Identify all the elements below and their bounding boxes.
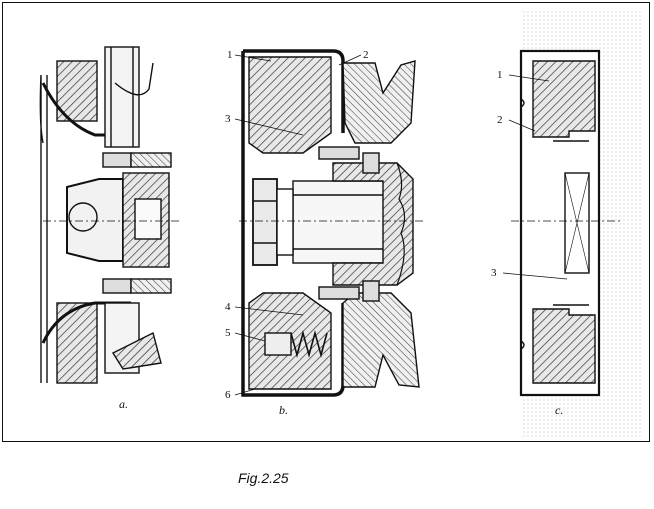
panel-b-callout-4: 4 <box>225 301 231 313</box>
panel-c-drawing <box>511 49 623 397</box>
panel-b-callout-5: 5 <box>225 327 231 339</box>
panel-b-callout-6: 6 <box>225 389 231 401</box>
panel-b-drawing <box>239 49 423 397</box>
panel-c-callout-2: 2 <box>497 114 503 126</box>
panel-b-callout-2: 2 <box>363 49 369 61</box>
panel-c-label: c. <box>555 403 563 417</box>
figure-caption: Fig.2.25 <box>238 470 289 486</box>
panel-b-callout-3: 3 <box>225 113 231 125</box>
panel-c-callout-3: 3 <box>491 267 497 279</box>
technical-drawing: a. <box>39 11 643 437</box>
panel-b-callout-1: 1 <box>227 49 233 61</box>
panel-a-label: a. <box>119 397 128 411</box>
panel-c-callout-1: 1 <box>497 69 503 81</box>
panel-c-leaders <box>502 74 568 280</box>
panel-b-leaders <box>234 54 362 396</box>
panel-b-label: b. <box>279 403 288 417</box>
figure-frame: a. <box>2 2 650 442</box>
panel-a-drawing <box>39 46 181 384</box>
